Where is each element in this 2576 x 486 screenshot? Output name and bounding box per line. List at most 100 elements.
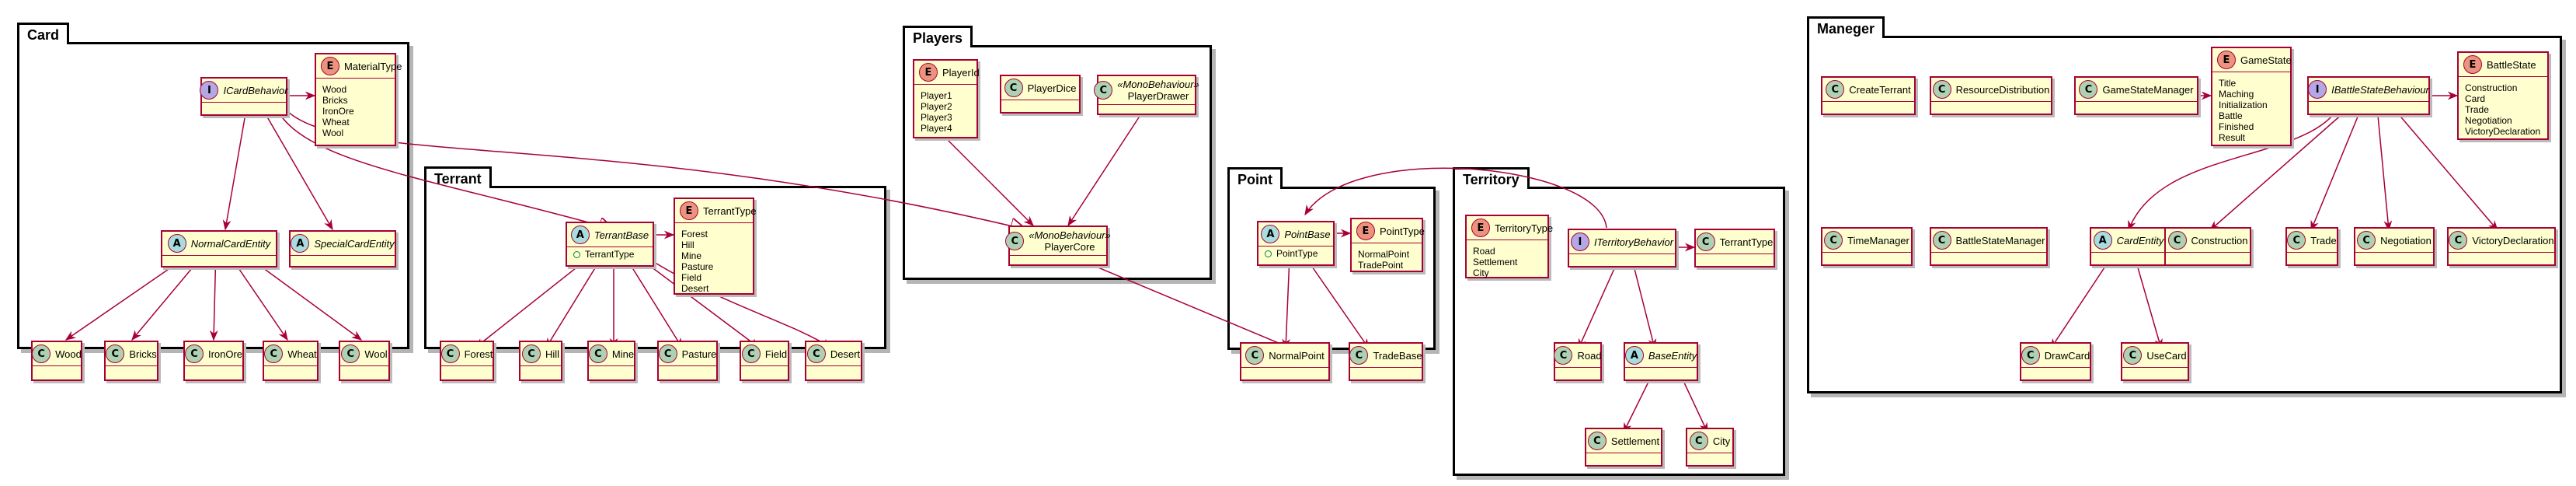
class-name: TerrantType (703, 205, 757, 217)
class-name: Bricks (129, 348, 157, 360)
enum-member: NormalPoint (1358, 249, 1410, 260)
abstract-badge-icon: A (291, 234, 310, 253)
class-badge-icon: C (1349, 346, 1369, 365)
class-badge-icon: C (2123, 346, 2143, 365)
enum-member: Road (1473, 246, 1495, 257)
enum-badge-icon: E (1356, 222, 1375, 240)
package-point-tab: Point (1227, 167, 1283, 189)
class-badge-icon: C (1932, 231, 1951, 250)
class-playercore[interactable]: C«MonoBehaviour»PlayerCore (1005, 226, 1111, 266)
class-name: Wool (364, 348, 388, 360)
class-fields: PointType (1258, 248, 1333, 259)
enum-badge-icon: E (680, 201, 698, 220)
enum-pointtype[interactable]: E PointType NormalPoint TradePoint (1350, 218, 1425, 272)
enum-terranttype[interactable]: E TerrantType Forest Hill Mine Pasture Fi… (674, 198, 757, 295)
class-playerdrawer[interactable]: C«MonoBehaviour»PlayerDrawer (1094, 75, 1199, 115)
interface-badge-icon: I (200, 81, 219, 100)
class-name: Forest (464, 348, 493, 360)
edge-icard-normalcard (222, 104, 248, 231)
enum-member: Player4 (921, 123, 952, 134)
class-name: NormalPoint (1269, 349, 1325, 362)
class-name: TerrantBase (594, 229, 649, 241)
interface-badge-icon: I (1570, 233, 1589, 251)
class-badge-icon: C (741, 344, 761, 363)
class-name: Desert (830, 348, 861, 360)
enum-member: VictoryDeclaration (2465, 126, 2541, 137)
class-name: ResourceDistribution (1955, 83, 2050, 96)
class-name: TerritoryType (1495, 222, 1554, 234)
class-name: PointType (1380, 225, 1425, 237)
class-badge-icon: C (2021, 346, 2040, 365)
enum-members: NormalPoint TradePoint (1352, 249, 1422, 271)
edge-ibattle-construction (2209, 107, 2351, 231)
class-name: City (1712, 435, 1731, 447)
package-territory-tab: Territory (1453, 167, 1530, 189)
class-badge-icon: C (341, 344, 360, 363)
enum-badge-icon: E (2463, 55, 2482, 74)
class-wool[interactable]: C Wool (339, 341, 390, 381)
enum-member: Mine (681, 250, 702, 261)
class-badge-icon: C (658, 344, 677, 363)
edge-iterritory-baseentity (1631, 256, 1657, 350)
class-name: MaterialType (344, 60, 402, 72)
enum-members: Forest Hill Mine Pasture Field Desert (675, 229, 753, 294)
class-badge-icon: C (32, 344, 51, 363)
enum-member: Wool (322, 128, 344, 138)
edge-ibattle-trade (2310, 107, 2362, 232)
enum-member: Bricks (322, 95, 348, 106)
edge-pointbase-tradebase (1304, 256, 1370, 350)
enum-badge-icon: E (1471, 219, 1490, 237)
stereotype-label: «MonoBehaviour» (1117, 79, 1199, 90)
enum-member: Title (2219, 78, 2237, 89)
edge-icard-terrantbase (275, 107, 614, 229)
edge-icard-playercore (279, 102, 1025, 229)
class-name: PlayerCore (1044, 241, 1095, 253)
class-name: CreateTerrant (1849, 83, 1911, 96)
edge-pointbase-normalpoint (1282, 256, 1290, 350)
edge-ibattle-victory (2392, 107, 2498, 232)
enum-member: Result (2219, 132, 2246, 143)
